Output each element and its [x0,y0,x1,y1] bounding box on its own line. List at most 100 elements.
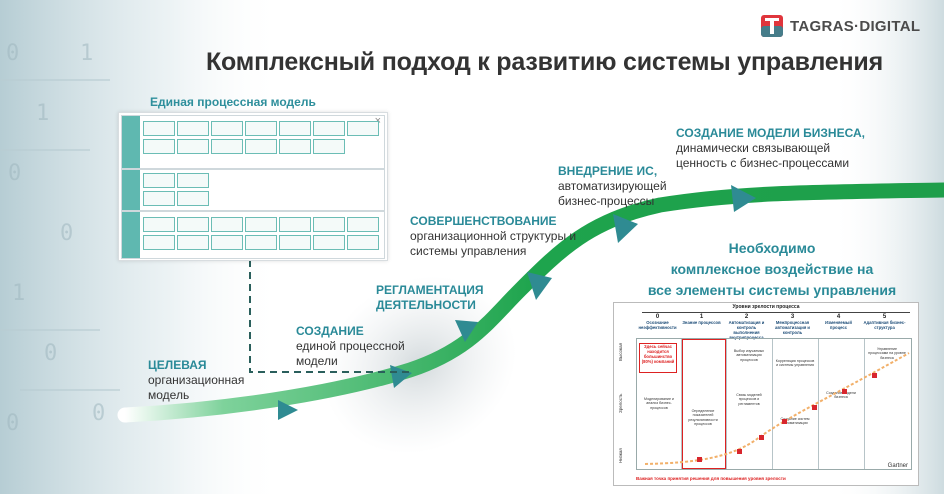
stage-heading: СОВЕРШЕНСТВОВАНИЕ [410,214,557,228]
stage-2: СОЗДАНИЕ единой процессной модели [296,324,405,369]
process-box [177,217,209,232]
stage-3: РЕГЛАМЕНТАЦИЯ ДЕЯТЕЛЬНОСТИ [376,283,484,313]
process-box [279,139,311,154]
curve-arrows [278,185,756,420]
stage-heading: РЕГЛАМЕНТАЦИЯ [376,283,484,297]
stage-text: модели [296,354,338,368]
process-model-title: Единая процессная модель [150,95,316,109]
stage-heading: ВНЕДРЕНИЕ ИС, [558,164,658,178]
matrix-title: Уровни зрелости процесса [732,304,800,310]
stage-heading: ЦЕЛЕВАЯ [148,358,207,372]
stage-text: модель [148,388,190,402]
matrix-note: Моделирование и анализ бизнес-процессов [644,397,674,410]
process-group-support [121,211,385,259]
svg-text:0: 0 [6,41,19,66]
matrix-y-mid: Зрелость [618,393,623,413]
process-box [143,139,175,154]
matrix-y-low: Низкая [618,448,623,463]
matrix-highlight-column [682,339,726,469]
process-box [143,235,175,250]
process-box [279,235,311,250]
process-box [245,139,277,154]
process-box [313,235,345,250]
svg-text:0: 0 [44,341,57,366]
process-box [245,235,277,250]
matrix-y-high: Высокая [618,342,623,361]
process-box [211,217,243,232]
stage-text: организационная [148,373,245,387]
page-title: Комплексный подход к развитию системы уп… [206,48,883,76]
stage-heading: СОЗДАНИЕ МОДЕЛИ БИЗНЕСА, [676,126,865,140]
svg-text:1: 1 [36,101,49,126]
logo-icon [760,14,784,38]
svg-text:0: 0 [6,411,19,436]
matrix-note: Создание систем автоматизации [780,417,810,426]
process-box [143,173,175,188]
matrix-note: Связь моделей процессов и регламентов [736,393,762,406]
matrix-curve [644,352,910,465]
process-box [177,191,209,206]
svg-text:0: 0 [8,161,21,186]
stage-1: ЦЕЛЕВАЯ организационная модель [148,358,244,403]
process-box [143,121,175,136]
stage-5: ВНЕДРЕНИЕ ИС, автоматизирующей бизнес-пр… [558,164,667,209]
matrix-footer: Важная точка принятия решения для повыше… [636,476,786,481]
process-box [177,121,209,136]
matrix-highlight-note: Здесь сейчас находится большинство (80%)… [639,343,677,373]
process-box [313,139,345,154]
stage-heading: СОЗДАНИЕ [296,324,364,338]
matrix-arrow [642,312,910,313]
process-box [279,217,311,232]
process-box [143,217,175,232]
need-line: все элементы системы управления [647,282,897,298]
process-box [279,121,311,136]
process-box [347,235,379,250]
stage-text: единой процессной [296,339,405,353]
stage-text: динамически связывающей [676,141,831,155]
logo-text: TAGRAS·DIGITAL [790,17,921,35]
stage-text: автоматизирующей [558,179,667,193]
stage-4: СОВЕРШЕНСТВОВАНИЕ организационной структ… [410,214,576,259]
process-box [347,121,379,136]
svg-text:0: 0 [92,401,105,426]
process-box [177,173,209,188]
process-box [211,235,243,250]
process-box [211,121,243,136]
need-line: комплексное воздействие на [670,261,874,277]
process-box [347,217,379,232]
process-group-management [121,115,385,169]
matrix-source: Gartner [887,463,908,469]
stage-text: бизнес-процессы [558,194,655,208]
stage-heading: ДЕЯТЕЛЬНОСТИ [376,298,476,312]
dashed-connector [249,260,410,373]
matrix-note: Корреляция процессов и системы управлени… [775,359,815,368]
stage-text: системы управления [410,244,527,258]
matrix-note: Выбор изучаемых автоматизация процессов [733,349,765,362]
stage-text: ценность с бизнес-процессами [676,156,850,170]
svg-text:1: 1 [80,41,93,66]
growth-curve [117,182,944,423]
process-box [177,235,209,250]
logo: TAGRAS·DIGITAL [760,14,920,38]
need-line: Необходимо [728,240,816,256]
process-box [245,217,277,232]
process-box [245,121,277,136]
matrix-body: Здесь сейчас находится большинство (80%)… [636,338,912,470]
stage-text: организационной структуры и [410,229,577,243]
matrix-note: Управление процессами на уровне бизнеса [868,347,906,360]
matrix-note: Определение показателей результативности… [688,409,718,426]
process-box [211,139,243,154]
process-box [313,121,345,136]
svg-text:0: 0 [60,221,73,246]
stage-6: СОЗДАНИЕ МОДЕЛИ БИЗНЕСА, динамически свя… [676,126,865,171]
matrix-note: Создание модели бизнеса [826,391,856,400]
process-group-core [121,169,385,211]
